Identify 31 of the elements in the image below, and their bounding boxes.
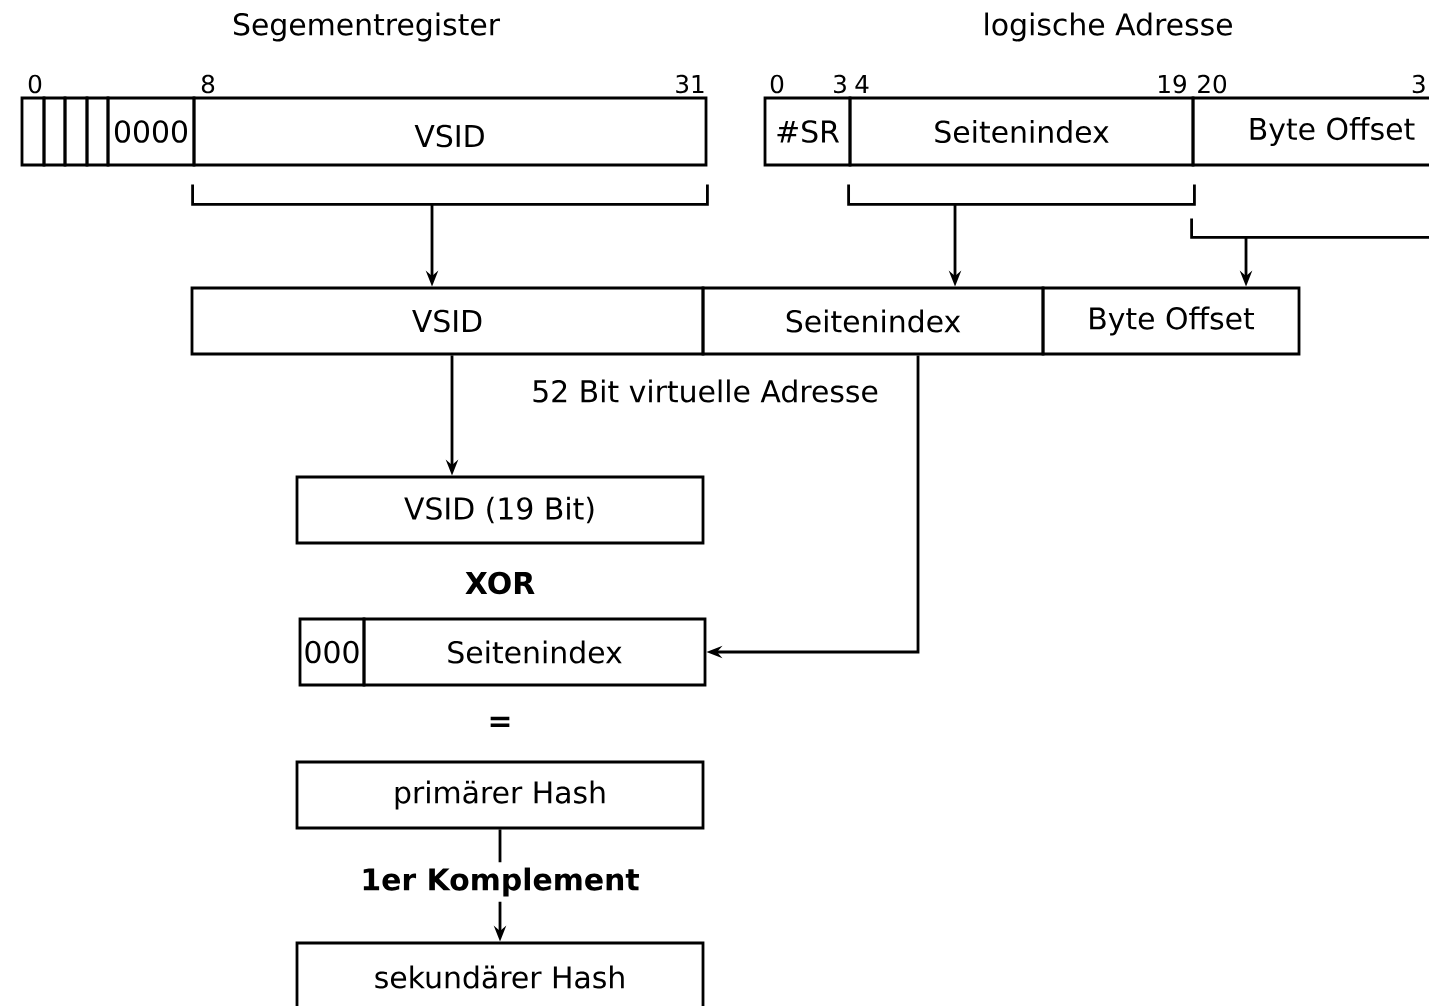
bit-number: 3: [834, 74, 846, 94]
register-field: #SR: [763, 96, 852, 167]
register-field: VSID: [190, 286, 705, 356]
bit-number: 0: [770, 74, 784, 94]
register-field: Seitenindex: [848, 96, 1195, 167]
register-cell: [42, 96, 67, 167]
bit-number: 19: [1159, 74, 1186, 94]
register-field: sekundärer Hash: [295, 941, 705, 1006]
bit-number: 4: [855, 75, 869, 93]
bit-number: 8: [201, 74, 215, 94]
bit-number: 20: [1198, 74, 1227, 94]
register-cell: [20, 96, 46, 167]
register-title: logische Adresse: [985, 12, 1232, 42]
register-field: Seitenindex: [701, 286, 1045, 356]
edge-label: 1er Komplement: [355, 862, 645, 902]
register-cell: [85, 96, 110, 167]
register-field: 0000: [106, 96, 196, 167]
bit-number: 0: [28, 74, 42, 94]
bit-number: 31: [676, 74, 704, 94]
register-field: VSID: [192, 96, 708, 167]
register-field: primärer Hash: [295, 760, 705, 830]
operator-label: =: [490, 716, 510, 727]
register-field: 000: [298, 617, 366, 687]
address-label: 52 Bit virtuelle Adresse: [533, 379, 878, 403]
register-field: Byte Offset: [1191, 96, 1429, 167]
register-field: Byte Offset: [1041, 286, 1301, 356]
register-cell: [63, 96, 89, 167]
register-field: VSID (19 Bit): [295, 475, 705, 545]
register-title: Segementregister: [233, 12, 501, 42]
register-field: Seitenindex: [362, 617, 707, 687]
operator-label: XOR: [465, 571, 535, 595]
